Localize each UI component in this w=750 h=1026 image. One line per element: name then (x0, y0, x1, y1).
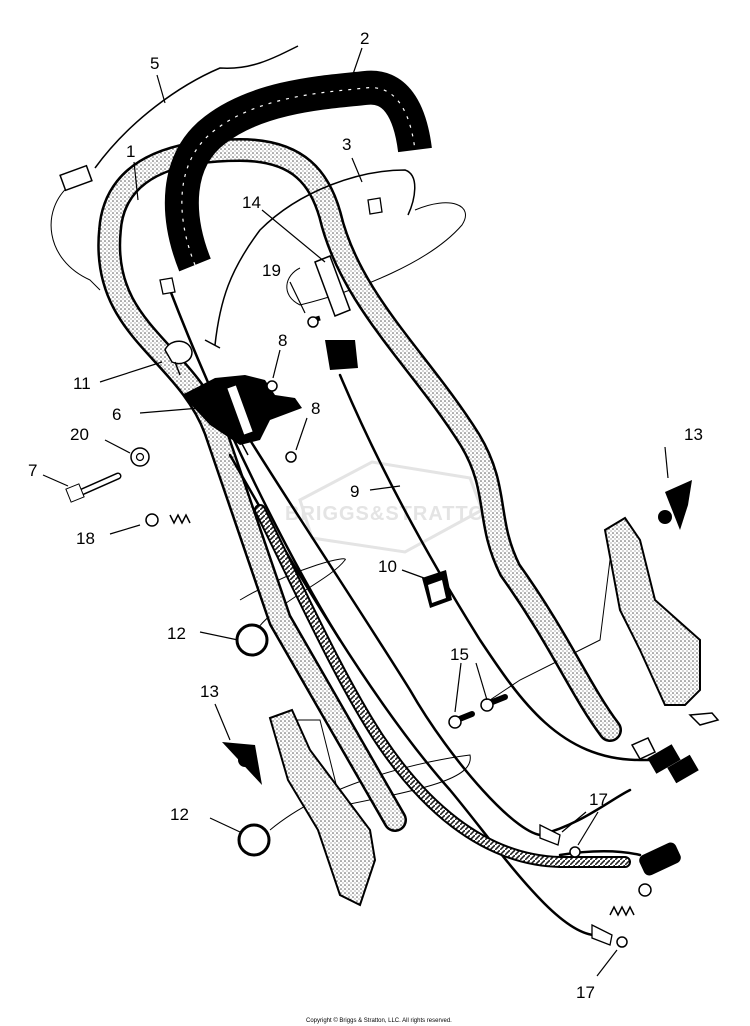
bail-clips (159, 197, 383, 370)
callout-2: 2 (360, 29, 369, 48)
callout-17-upper: 17 (589, 790, 608, 809)
callout-10: 10 (378, 557, 397, 576)
callout-5: 5 (150, 54, 159, 73)
callout-20: 20 (70, 425, 89, 444)
callout-12-upper: 12 (167, 624, 186, 643)
callout-17-lower: 17 (576, 983, 595, 1002)
watermark-text: BRIGGS&STRATTON (285, 503, 500, 525)
callout-12-lower: 12 (170, 805, 189, 824)
callout-14: 14 (242, 193, 261, 212)
hardware (65, 315, 628, 948)
callout-13-right: 13 (684, 425, 703, 444)
rod (59, 45, 299, 192)
control-bar-grip (164, 70, 432, 272)
callout-7: 7 (28, 461, 37, 480)
watermark-logo: BRIGGS&STRATTON (285, 460, 500, 554)
callout-9: 9 (350, 482, 359, 501)
callout-13-left: 13 (200, 682, 219, 701)
key (164, 340, 193, 376)
wire-connectors (630, 712, 720, 876)
leader-lines (42, 47, 669, 977)
callout-8-lower: 8 (311, 399, 320, 418)
clips (235, 623, 271, 857)
cables (168, 288, 667, 937)
callout-6: 6 (112, 405, 121, 424)
callout-19: 19 (262, 261, 281, 280)
handle-frame (97, 138, 622, 832)
copyright-notice: Copyright © Briggs & Stratton, LLC. All … (306, 1017, 452, 1024)
cable-sheath (254, 504, 631, 868)
callout-labels: 5 2 3 1 14 19 11 6 8 8 20 7 18 9 10 12 1… (28, 29, 703, 1002)
callout-18: 18 (76, 529, 95, 548)
callout-15: 15 (450, 645, 469, 664)
callout-3: 3 (342, 135, 351, 154)
lower-brackets (268, 516, 701, 907)
callout-11: 11 (73, 374, 91, 393)
cable-guide (422, 570, 452, 608)
knobs (222, 480, 692, 785)
callout-1: 1 (126, 142, 135, 161)
callout-8-upper: 8 (278, 331, 287, 350)
springs (145, 513, 652, 917)
bail-wire (204, 169, 416, 349)
